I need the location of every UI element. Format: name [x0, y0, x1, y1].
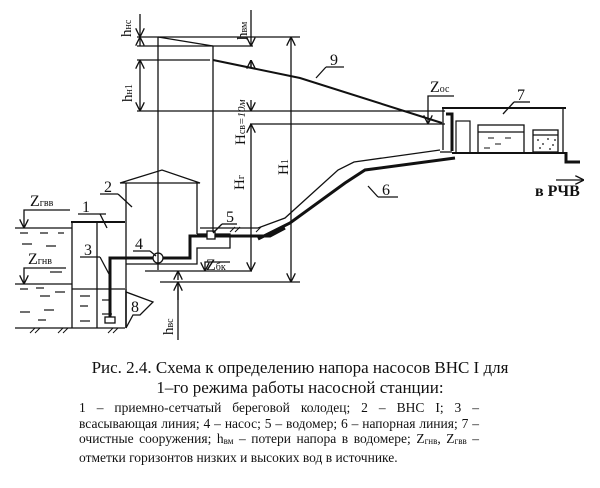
intake-well	[71, 221, 125, 328]
label-Z-gnv: Zгнв	[28, 251, 52, 268]
number-8: 8	[131, 299, 139, 316]
legend-part1: 1 – приемно-сетчатый береговой колодец; …	[79, 400, 479, 447]
label-H-1: H1	[276, 159, 292, 175]
pump-station	[119, 169, 231, 329]
legend-zgnv: Zгнв	[416, 431, 437, 446]
label-H-g: Hг	[232, 175, 248, 190]
label-h-ns: hнс	[119, 19, 135, 37]
legend-zgvv: Zгвв	[446, 431, 466, 446]
dimension-lines	[137, 10, 445, 340]
number-9: 9	[330, 52, 338, 69]
treatment-facility	[440, 107, 580, 164]
labels: hнс hвм hн1 Hсв=10м Hг H1 hвс Zгвв Zгнв …	[28, 19, 584, 335]
level-markers	[24, 95, 454, 284]
legend-part2: – потери напора в водомере;	[233, 431, 417, 447]
legend-zgnv-symbol: Z	[416, 431, 425, 447]
legend-zgnv-sub: гнв	[424, 436, 438, 447]
legend-separator: ,	[437, 431, 447, 447]
number-5: 5	[226, 209, 234, 226]
pump-head-diagram: hнс hвм hн1 Hсв=10м Hг H1 hвс Zгвв Zгнв …	[15, 10, 584, 340]
label-Z-os: Zос	[430, 79, 450, 96]
legend-hvm-symbol: h	[216, 431, 224, 447]
figure-legend: 1 – приемно-сетчатый береговой колодец; …	[79, 400, 479, 465]
label-to-rchv: в РЧВ	[535, 183, 580, 200]
number-2: 2	[104, 179, 112, 196]
label-H-sv: Hсв=10м	[233, 100, 249, 145]
number-4: 4	[135, 236, 143, 253]
number-1: 1	[82, 199, 90, 216]
legend-part3: – отметки горизонтов низких и высоких во…	[79, 431, 480, 465]
legend-hvm-sub: вм	[223, 436, 234, 447]
figure-caption-line2: 1–го режима работы насосной станции:	[156, 378, 444, 397]
number-7: 7	[517, 87, 525, 104]
number-6: 6	[382, 182, 390, 199]
label-Z-bk: Zбк	[206, 257, 226, 274]
number-3: 3	[84, 242, 92, 259]
label-h-n1: hн1	[120, 84, 136, 102]
figure-caption-line1: Рис. 2.4. Схема к определению напора нас…	[91, 358, 509, 377]
label-h-vs: hвс	[161, 318, 177, 335]
label-h-vm: hвм	[235, 21, 251, 40]
legend-zgvv-sub: гвв	[454, 436, 467, 447]
legend-hvm: hвм	[217, 431, 234, 446]
label-Z-gvv: Zгвв	[30, 193, 54, 210]
legend-zgvv-symbol: Z	[446, 431, 455, 447]
